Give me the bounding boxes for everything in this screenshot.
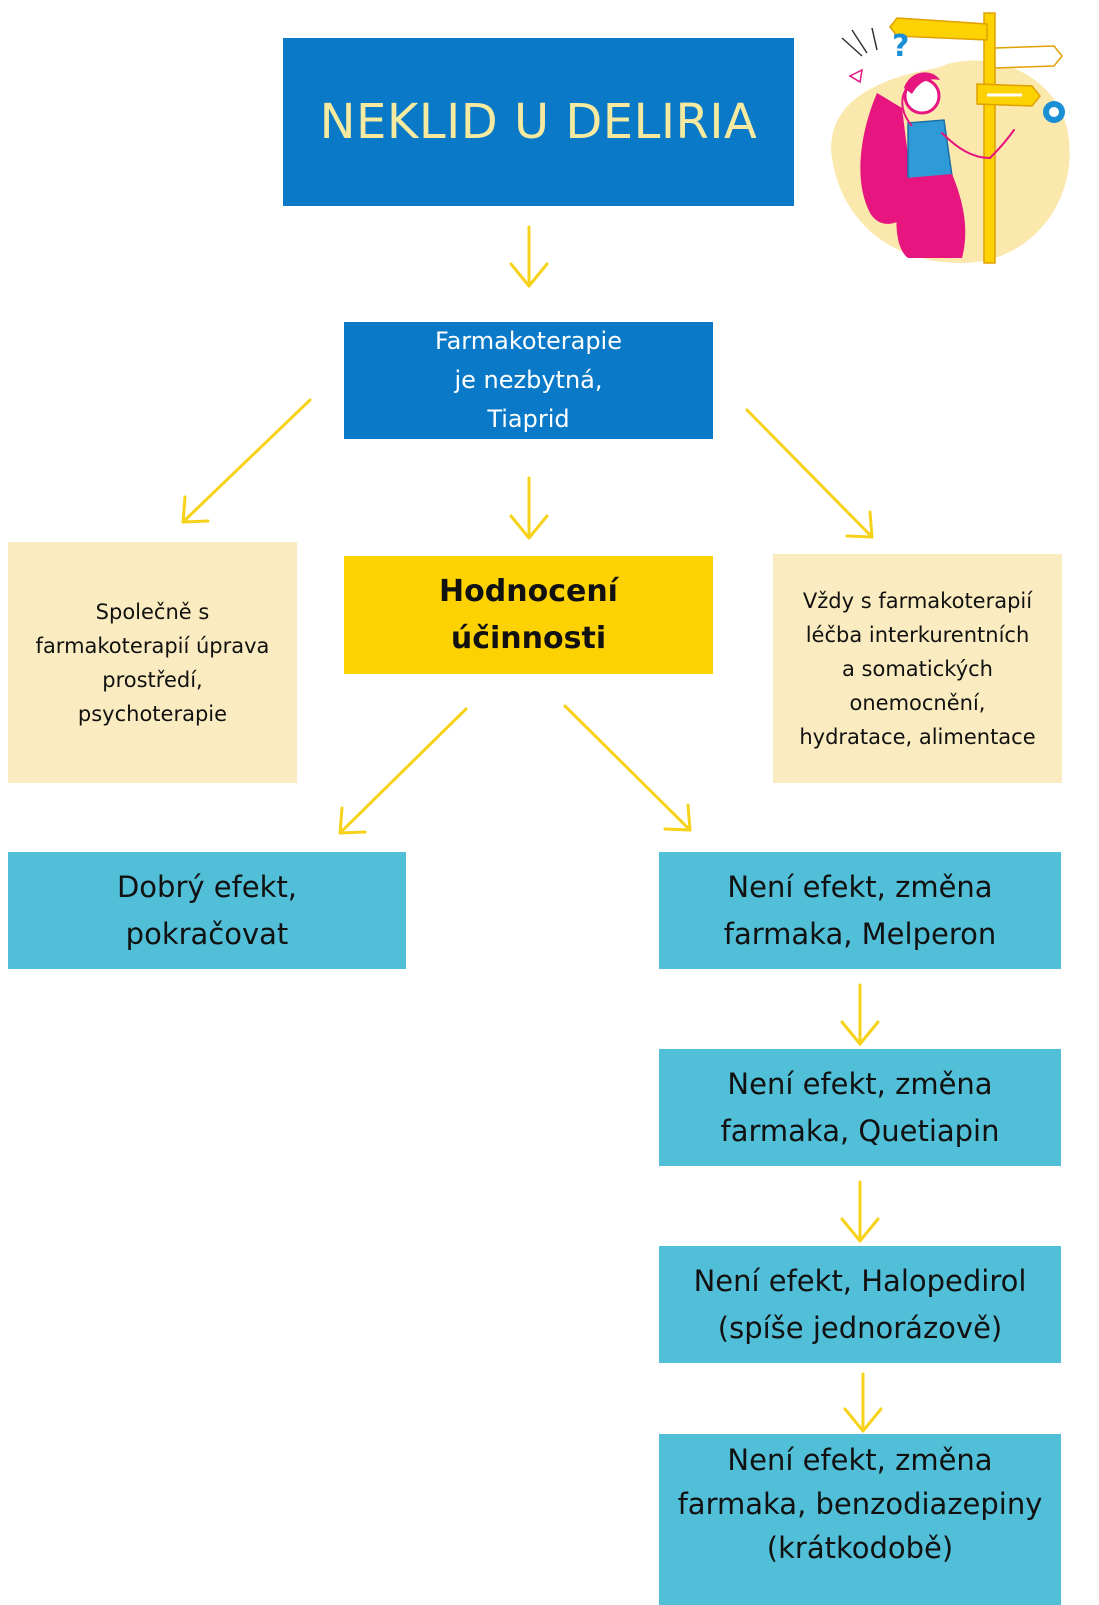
environment-note: Společně s farmakoterapií úprava prostře… [8,542,297,783]
arrow-down-icon [840,1180,880,1243]
arrow-down-left-icon [181,398,312,524]
step-melperon-box: Není efekt, změna farmaka, Melperon [659,852,1061,969]
arrow-down-right-icon [745,408,874,539]
arrow-down-right-icon [563,704,692,832]
confused-woman-signpost-icon: ? [831,12,1070,264]
comorbidity-note: Vždy s farmakoterapií léčba interkurentn… [773,554,1062,783]
pharmacotherapy-box: Farmakoterapie je nezbytná, Tiaprid [344,322,713,439]
arrow-down-icon [843,1372,883,1433]
svg-text:?: ? [892,29,909,64]
arrow-down-icon [509,225,549,288]
evaluation-box: Hodnocení účinnosti [344,556,713,674]
page-title: NEKLID U DELIRIA [319,94,758,150]
good-effect-box: Dobrý efekt, pokračovat [8,852,406,969]
arrow-down-icon [840,983,880,1046]
step-haloperidol-box: Není efekt, Halopedirol (spíše jednorázo… [659,1246,1061,1363]
arrow-down-left-icon [338,707,468,835]
arrow-down-icon [509,476,549,540]
step-benzodiazepines-box: Není efekt, změna farmaka, benzodiazepin… [659,1434,1061,1605]
title-box: NEKLID U DELIRIA [283,38,794,206]
step-quetiapin-box: Není efekt, změna farmaka, Quetiapin [659,1049,1061,1166]
